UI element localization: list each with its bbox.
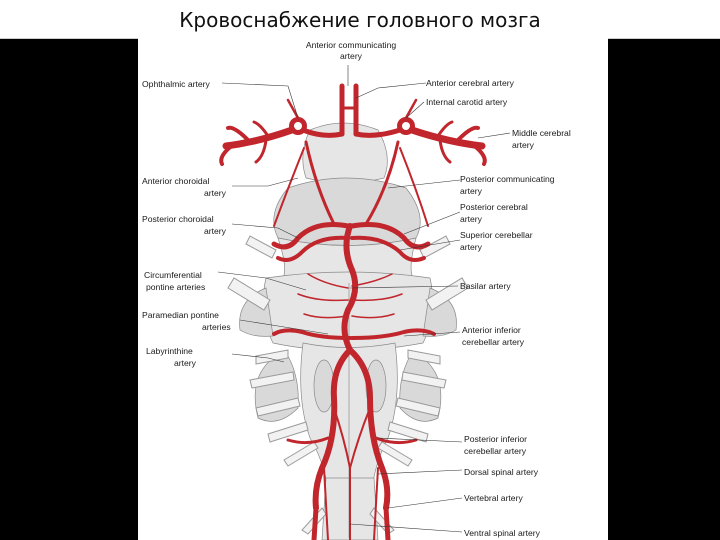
label-anterior-cerebral: Anterior cerebral artery: [426, 78, 515, 88]
label-posterior-communicating: Posterior communicating: [460, 174, 555, 184]
label-dorsal-spinal: Dorsal spinal artery: [464, 467, 539, 477]
leader-lines: [217, 65, 511, 533]
label-posterior-cerebral: Posterior cerebral: [460, 202, 528, 212]
label-ventral-spinal: Ventral spinal artery: [464, 528, 541, 538]
label-circumferential: Circumferential: [144, 270, 202, 280]
label-superior-cerebellar-2: artery: [460, 242, 483, 252]
label-labyrinthine-2: artery: [174, 358, 197, 368]
label-ophthalmic: Ophthalmic artery: [142, 79, 211, 89]
label-posterior-inferior-cerebellar-2: cerebellar artery: [464, 446, 527, 456]
label-paramedian: Paramedian pontine: [142, 310, 219, 320]
label-superior-cerebellar: Superior cerebellar: [460, 230, 533, 240]
label-anterior-choroidal: Anterior choroidal: [142, 176, 209, 186]
label-posterior-inferior-cerebellar: Posterior inferior: [464, 434, 527, 444]
label-basilar: Basilar artery: [460, 281, 511, 291]
label-middle-cerebral: Middle cerebral: [512, 128, 571, 138]
title-bar: Кровоснабжение головного мозга: [0, 0, 720, 39]
label-circumferential-2: pontine arteries: [146, 282, 205, 292]
label-labyrinthine: Labyrinthine: [146, 346, 193, 356]
label-anterior-inferior-cerebellar: Anterior inferior: [462, 325, 521, 335]
diagram-panel: Anterior communicating artery Ophthalmic…: [138, 38, 608, 540]
slide-title: Кровоснабжение головного мозга: [179, 8, 541, 32]
label-anterior-communicating-2: artery: [340, 51, 363, 61]
brain-blood-supply-diagram: Anterior communicating artery Ophthalmic…: [142, 40, 571, 540]
labels: Anterior communicating artery Ophthalmic…: [142, 40, 571, 538]
label-posterior-choroidal: Posterior choroidal: [142, 214, 214, 224]
label-anterior-inferior-cerebellar-2: cerebellar artery: [462, 337, 525, 347]
label-middle-cerebral-2: artery: [512, 140, 535, 150]
label-posterior-cerebral-2: artery: [460, 214, 483, 224]
label-vertebral: Vertebral artery: [464, 493, 523, 503]
label-anterior-choroidal-2: artery: [204, 188, 227, 198]
label-paramedian-2: arteries: [202, 322, 231, 332]
label-internal-carotid: Internal carotid artery: [426, 97, 508, 107]
label-posterior-communicating-2: artery: [460, 186, 483, 196]
label-anterior-communicating: Anterior communicating: [306, 40, 396, 50]
label-posterior-choroidal-2: artery: [204, 226, 227, 236]
